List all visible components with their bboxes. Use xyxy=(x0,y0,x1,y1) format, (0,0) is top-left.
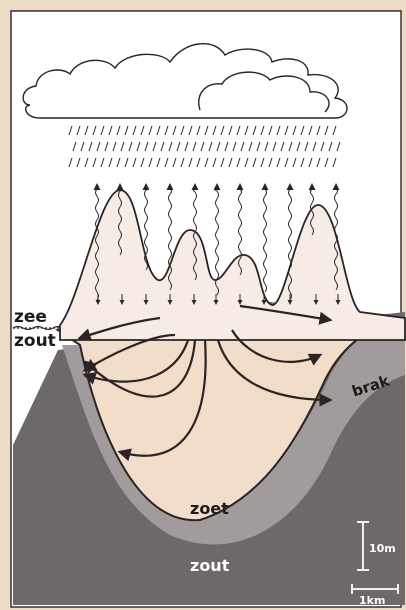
label-salt-lower: zout xyxy=(190,556,230,575)
label-fresh: zoet xyxy=(190,499,229,518)
label-sea: zee xyxy=(14,307,47,327)
scale-vertical-label: 10m xyxy=(369,542,396,555)
label-salt-upper: zout xyxy=(14,331,56,351)
scale-horizontal-label: 1km xyxy=(359,594,385,607)
